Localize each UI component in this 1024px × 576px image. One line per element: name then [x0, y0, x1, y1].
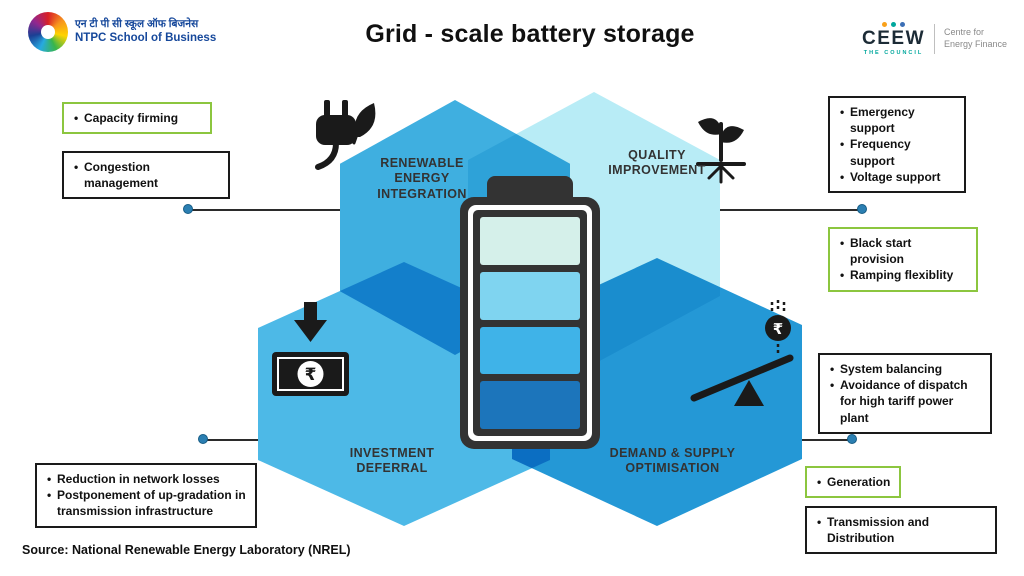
- battery-cell-3: [480, 326, 580, 375]
- callout-item: Congestion management: [73, 159, 219, 191]
- ceew-wordmark: CEEW THE COUNCIL: [862, 22, 925, 56]
- ceew-dots-icon: [862, 22, 925, 27]
- label-quality-improvement: QUALITY IMPROVEMENT: [608, 148, 706, 178]
- ceew-dot-blue: [900, 22, 905, 27]
- ceew-divider: [934, 24, 935, 54]
- callout-system-balancing: System balancing Avoidance of dispatch f…: [818, 353, 992, 434]
- callout-item: Emergency support: [839, 104, 955, 136]
- ntpc-logo-text: एन टी पी सी स्कूल ऑफ बिजनेस NTPC School …: [75, 18, 216, 46]
- callout-item: Ramping flexiblity: [839, 267, 967, 283]
- label-investment-deferral: INVESTMENT DEFERRAL: [349, 446, 435, 476]
- ntpc-logo: एन टी पी सी स्कूल ऑफ बिजनेस NTPC School …: [28, 12, 216, 52]
- callout-item: Frequency support: [839, 136, 955, 168]
- seesaw-balance-icon: ₹: [690, 300, 794, 406]
- callout-item: Reduction in network losses: [46, 471, 246, 487]
- source-text: Source: National Renewable Energy Labora…: [22, 543, 351, 557]
- callout-transmission-distribution: Transmission and Distribution: [805, 506, 997, 555]
- ceew-tagline: Centre for Energy Finance: [944, 27, 1008, 49]
- ntpc-hindi-line: एन टी पी सी स्कूल ऑफ बिजनेस: [75, 18, 199, 31]
- rupee-note-down-arrow-icon: ₹: [272, 302, 349, 396]
- callout-item: Transmission and Distribution: [816, 514, 986, 546]
- rupee-symbol: ₹: [773, 321, 783, 338]
- connector-dot: [857, 204, 867, 214]
- label-demand-supply-optimisation: DEMAND & SUPPLY OPTIMISATION: [609, 446, 736, 476]
- connector-dot: [847, 434, 857, 444]
- callout-generation: Generation: [805, 466, 901, 499]
- callout-item: Black start provision: [839, 235, 967, 267]
- battery-cell-2: [480, 271, 580, 320]
- callout-item: Capacity firming: [73, 110, 201, 126]
- callout-capacity-firming: Capacity firming: [62, 102, 212, 135]
- callout-item: Generation: [816, 474, 890, 490]
- callout-black-start-ramping: Black start provision Ramping flexiblity: [828, 227, 978, 292]
- callout-congestion-management: Congestion management: [62, 151, 230, 200]
- connector-dot: [183, 204, 193, 214]
- callout-emergency-frequency-voltage: Emergency support Frequency support Volt…: [828, 96, 966, 193]
- battery-cell-1: [480, 217, 580, 265]
- connector-dot: [198, 434, 208, 444]
- label-renewable-energy-integration: RENEWABLE ENERGY INTEGRATION: [377, 156, 467, 201]
- ceew-name: CEEW: [862, 28, 925, 49]
- ceew-logo: CEEW THE COUNCIL Centre for Energy Finan…: [862, 22, 1007, 56]
- ceew-dot-teal: [891, 22, 896, 27]
- battery-cell-4: [480, 381, 580, 429]
- ceew-council-caption: THE COUNCIL: [863, 50, 924, 56]
- rupee-symbol: ₹: [305, 365, 317, 384]
- ceew-dot-orange: [882, 22, 887, 27]
- callout-item: Postponement of up-gradation in transmis…: [46, 487, 246, 519]
- battery-cells: [473, 210, 587, 436]
- callout-item: Voltage support: [839, 169, 955, 185]
- page-title: Grid - scale battery storage: [365, 20, 695, 48]
- callout-item: System balancing: [829, 361, 981, 377]
- callout-network-losses: Reduction in network losses Postponement…: [35, 463, 257, 528]
- ntpc-logo-icon: [28, 12, 68, 52]
- ntpc-english-line: NTPC School of Business: [75, 32, 217, 45]
- battery-body: [460, 197, 600, 449]
- battery-frame: [468, 205, 592, 441]
- callout-item: Avoidance of dispatch for high tariff po…: [829, 377, 981, 426]
